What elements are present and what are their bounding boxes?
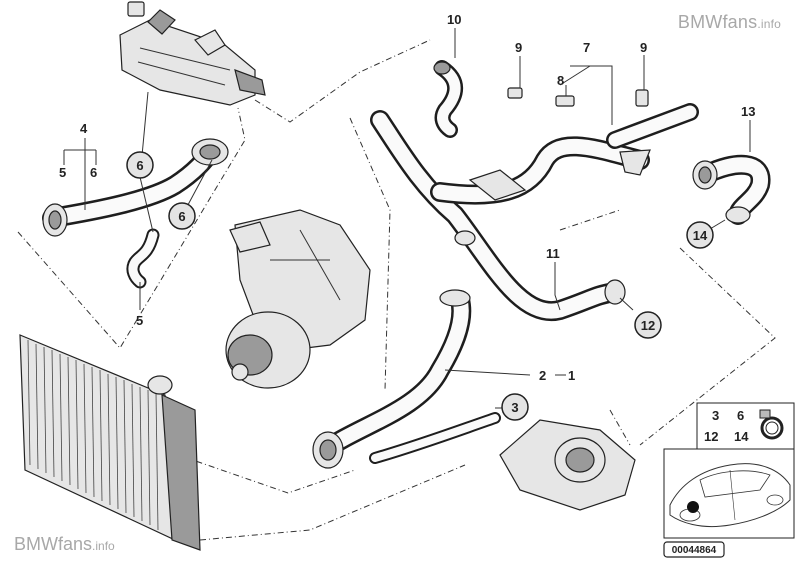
watermark-top: BMWfans.info — [677, 12, 781, 32]
bleed-hose — [369, 412, 501, 464]
callout-circle-3: 3 — [501, 393, 529, 421]
svg-text:12: 12 — [641, 318, 655, 333]
small-hose — [126, 228, 160, 289]
label-5-upper: 5 — [59, 165, 66, 180]
legend-box: 3 6 12 14 — [696, 402, 795, 450]
car-locator-box — [663, 448, 795, 539]
callout-circle-6-b: 6 — [168, 202, 196, 230]
legend-14: 14 — [734, 429, 749, 444]
bolts — [507, 87, 649, 107]
callout-circle-14: 14 — [686, 221, 714, 249]
svg-text:3: 3 — [511, 400, 518, 415]
svg-text:14: 14 — [693, 228, 708, 243]
location-marker-icon — [687, 501, 699, 513]
hose-10 — [433, 60, 464, 138]
label-6-upper-left: 6 — [90, 165, 97, 180]
legend-3: 3 — [712, 408, 719, 423]
label-10: 10 — [447, 12, 461, 27]
callout-labels: 10 9 7 9 8 13 4 5 6 5 11 2 1 — [59, 12, 755, 383]
label-2: 2 — [539, 368, 546, 383]
svg-text:6: 6 — [178, 209, 185, 224]
callout-circle-12: 12 — [634, 311, 662, 339]
label-7: 7 — [583, 40, 590, 55]
hose-13 — [692, 154, 771, 225]
callout-circle-6-a: 6 — [126, 151, 154, 179]
legend-12: 12 — [704, 429, 718, 444]
diagram-code: 00044864 — [672, 545, 717, 556]
label-5-lower: 5 — [136, 313, 143, 328]
label-13: 13 — [741, 104, 755, 119]
svg-text:6: 6 — [136, 158, 143, 173]
label-11: 11 — [546, 246, 560, 261]
legend-6: 6 — [737, 408, 744, 423]
car-silhouette-icon — [669, 463, 791, 528]
label-4: 4 — [80, 121, 88, 136]
label-9-right: 9 — [640, 40, 647, 55]
expansion-tank — [119, 1, 266, 106]
lower-left-hose — [312, 289, 472, 469]
label-8: 8 — [557, 73, 564, 88]
label-9-left: 9 — [515, 40, 522, 55]
water-pump — [225, 209, 371, 389]
thermostat-housing — [499, 419, 636, 511]
diagram-code-tag: 00044864 — [663, 541, 725, 558]
hose-clamp-icon — [759, 409, 784, 440]
label-1: 1 — [568, 368, 575, 383]
circled-callouts: 6 6 14 12 3 — [126, 151, 714, 421]
watermark-bottom: BMWfans.info — [14, 534, 115, 554]
upper-left-hose — [42, 138, 229, 237]
upper-right-hose — [430, 103, 699, 205]
radiator — [19, 334, 201, 551]
